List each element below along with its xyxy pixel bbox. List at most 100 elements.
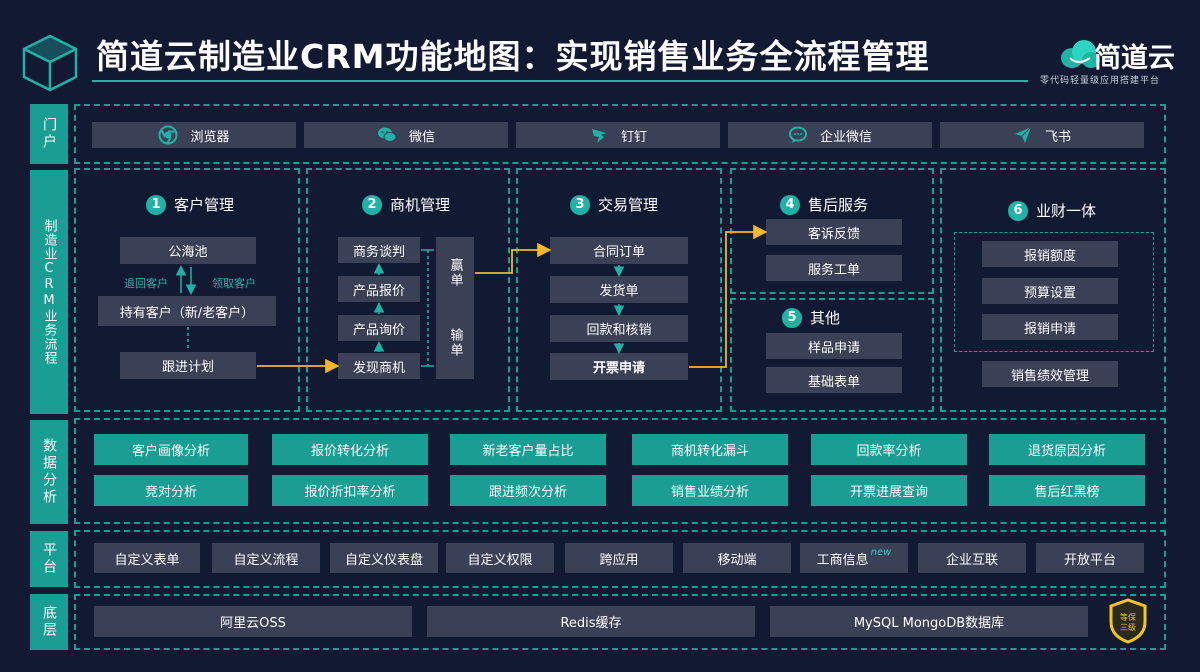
opp-discover[interactable]: 发现商机 [338, 353, 420, 379]
customer-region [74, 168, 300, 412]
portal-dingtalk[interactable]: 钉钉 [516, 122, 720, 148]
platform-item[interactable]: 自定义表单 [94, 543, 200, 573]
analysis-item[interactable]: 商机转化漏斗 [632, 434, 788, 465]
brand-slogan: 零代码轻量级应用搭建平台 [1040, 76, 1161, 86]
portal-wecom[interactable]: 企业微信 [728, 122, 932, 148]
section-number: 6 [1008, 200, 1028, 221]
other-region [730, 298, 934, 412]
analysis-item[interactable]: 报价折扣率分析 [272, 475, 428, 506]
platform-item[interactable]: 开放平台 [1036, 543, 1144, 573]
finance-inner-region [954, 232, 1154, 352]
wecom-icon [788, 126, 807, 143]
customer-owned[interactable]: 持有客户（新/老客户） [98, 296, 276, 326]
opp-negotiation[interactable]: 商务谈判 [338, 237, 420, 263]
opp-flow-arrows [373, 249, 434, 367]
platform-region [74, 530, 1166, 588]
base-item-redis[interactable]: Redis缓存 [427, 606, 755, 637]
section-number: 3 [570, 194, 590, 215]
portal-browser[interactable]: 浏览器 [92, 122, 296, 148]
base-item-oss[interactable]: 阿里云OSS [94, 606, 412, 637]
analysis-item[interactable]: 竞对分析 [94, 475, 248, 506]
security-shield-icon: 等保 三级 [1109, 598, 1147, 644]
portal-label: 飞书 [1044, 129, 1071, 145]
analysis-item[interactable]: 售后红黑榜 [989, 475, 1145, 506]
portal-label: 浏览器 [190, 129, 230, 145]
return-customer-label: 退回客户 [124, 277, 168, 290]
badge-line-1: 等保 [1120, 612, 1136, 622]
invoice-to-aftersales-arrow [689, 224, 768, 368]
customer-follow-plan[interactable]: 跟进计划 [120, 352, 256, 379]
platform-item[interactable]: 跨应用 [565, 543, 673, 573]
portal-label: 钉钉 [620, 129, 647, 145]
new-badge: new [870, 546, 892, 558]
opportunity-region [306, 168, 510, 412]
analysis-item[interactable]: 开票进展查询 [811, 475, 967, 506]
platform-item[interactable]: 移动端 [683, 543, 791, 573]
finance-performance[interactable]: 销售绩效管理 [982, 361, 1118, 387]
aftersales-region [730, 168, 934, 294]
other-basic-form[interactable]: 基础表单 [766, 367, 902, 393]
analysis-item[interactable]: 销售业绩分析 [632, 475, 788, 506]
platform-item[interactable]: 企业互联 [918, 543, 1026, 573]
finance-claim[interactable]: 报销申请 [982, 314, 1118, 340]
finance-region [940, 168, 1166, 412]
claim-customer-label: 领取客户 [212, 277, 256, 290]
section-opportunity-title: 2 商机管理 [362, 194, 450, 215]
portal-label: 企业微信 [819, 129, 872, 145]
opp-quotation[interactable]: 产品报价 [338, 276, 420, 302]
section-finance-title: 6 业财一体 [1008, 200, 1096, 221]
brand-name: 简道云 [1094, 43, 1175, 74]
base-item-database[interactable]: MySQL MongoDB数据库 [770, 606, 1088, 637]
finance-quota[interactable]: 报销额度 [982, 241, 1118, 267]
portal-feishu[interactable]: 飞书 [940, 122, 1144, 148]
aftersales-complaint[interactable]: 客诉反馈 [766, 219, 902, 245]
platform-item[interactable]: 自定义仪表盘 [330, 543, 438, 573]
section-customer-title: 1 客户管理 [146, 194, 234, 215]
platform-item[interactable]: 自定义流程 [212, 543, 320, 573]
analysis-item[interactable]: 新老客户量占比 [450, 434, 606, 465]
side-label-process: 制造业CRM业务流程 [30, 170, 68, 414]
trade-delivery[interactable]: 发货单 [550, 276, 688, 303]
trade-invoice[interactable]: 开票申请 [550, 353, 688, 380]
trade-contract[interactable]: 合同订单 [550, 237, 688, 264]
section-number: 4 [780, 194, 800, 215]
section-number: 1 [146, 194, 166, 215]
portal-label: 微信 [408, 129, 435, 145]
page-title: 简道云制造业CRM功能地图：实现销售业务全流程管理 [96, 37, 930, 76]
side-label-analysis: 数据分析 [30, 420, 68, 524]
customer-public-pool[interactable]: 公海池 [120, 237, 256, 264]
title-underline [92, 80, 1028, 82]
other-sample[interactable]: 样品申请 [766, 333, 902, 359]
section-number: 5 [782, 307, 802, 328]
side-label-platform: 平台 [30, 531, 68, 587]
aftersales-workorder[interactable]: 服务工单 [766, 255, 902, 281]
finance-budget[interactable]: 预算设置 [982, 278, 1118, 304]
opp-inquiry[interactable]: 产品询价 [338, 315, 420, 341]
analysis-item[interactable]: 退货原因分析 [989, 434, 1145, 465]
base-region [74, 594, 1166, 650]
analysis-item[interactable]: 客户画像分析 [94, 434, 248, 465]
wechat-icon [377, 127, 397, 142]
win-to-contract-arrow [475, 242, 552, 274]
side-label-base: 底层 [30, 594, 68, 650]
trade-payment[interactable]: 回款和核销 [550, 315, 688, 342]
portal-wechat[interactable]: 微信 [304, 122, 508, 148]
badge-line-2: 三级 [1120, 622, 1136, 632]
portal-region [74, 104, 1166, 164]
opp-win[interactable]: 赢单 [436, 237, 474, 309]
analysis-item[interactable]: 报价转化分析 [272, 434, 428, 465]
platform-item[interactable]: 自定义权限 [446, 543, 554, 573]
side-label-portal: 门户 [30, 104, 68, 164]
trade-region [516, 168, 722, 412]
opp-lose[interactable]: 输单 [436, 307, 474, 379]
section-number: 2 [362, 194, 382, 215]
feishu-icon [1014, 126, 1032, 143]
cloud-logo-icon [1061, 40, 1100, 68]
analysis-region [74, 418, 1166, 524]
analysis-item[interactable]: 回款率分析 [811, 434, 967, 465]
analysis-item[interactable]: 跟进频次分析 [450, 475, 606, 506]
cube-logo-icon [22, 34, 78, 92]
section-aftersales-title: 4 售后服务 [780, 194, 868, 215]
